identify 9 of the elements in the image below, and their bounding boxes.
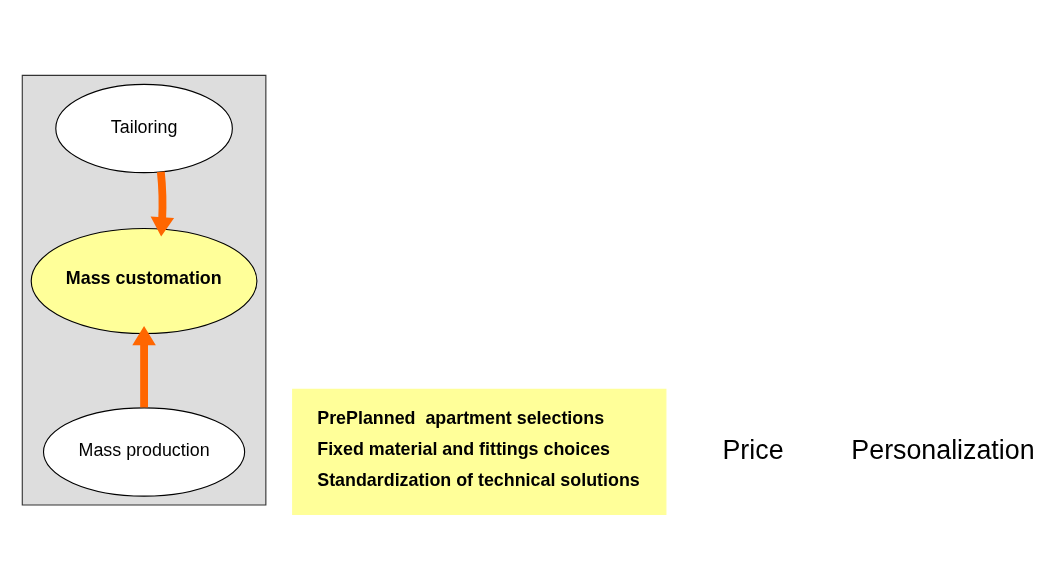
node-ellipse: Mass customation: [30, 227, 258, 335]
node-ellipse: Mass production: [42, 407, 246, 497]
label: Personalization: [851, 434, 1035, 465]
node-box: PrePlanned apartment selections Fixed material and fittings choices Standardization of technical solutions: [292, 388, 667, 516]
cluster: [21, 74, 267, 506]
arrow: [150, 171, 175, 237]
arrow: [132, 326, 156, 408]
node-ellipse: Tailoring: [55, 83, 233, 174]
label: Price: [722, 434, 784, 465]
